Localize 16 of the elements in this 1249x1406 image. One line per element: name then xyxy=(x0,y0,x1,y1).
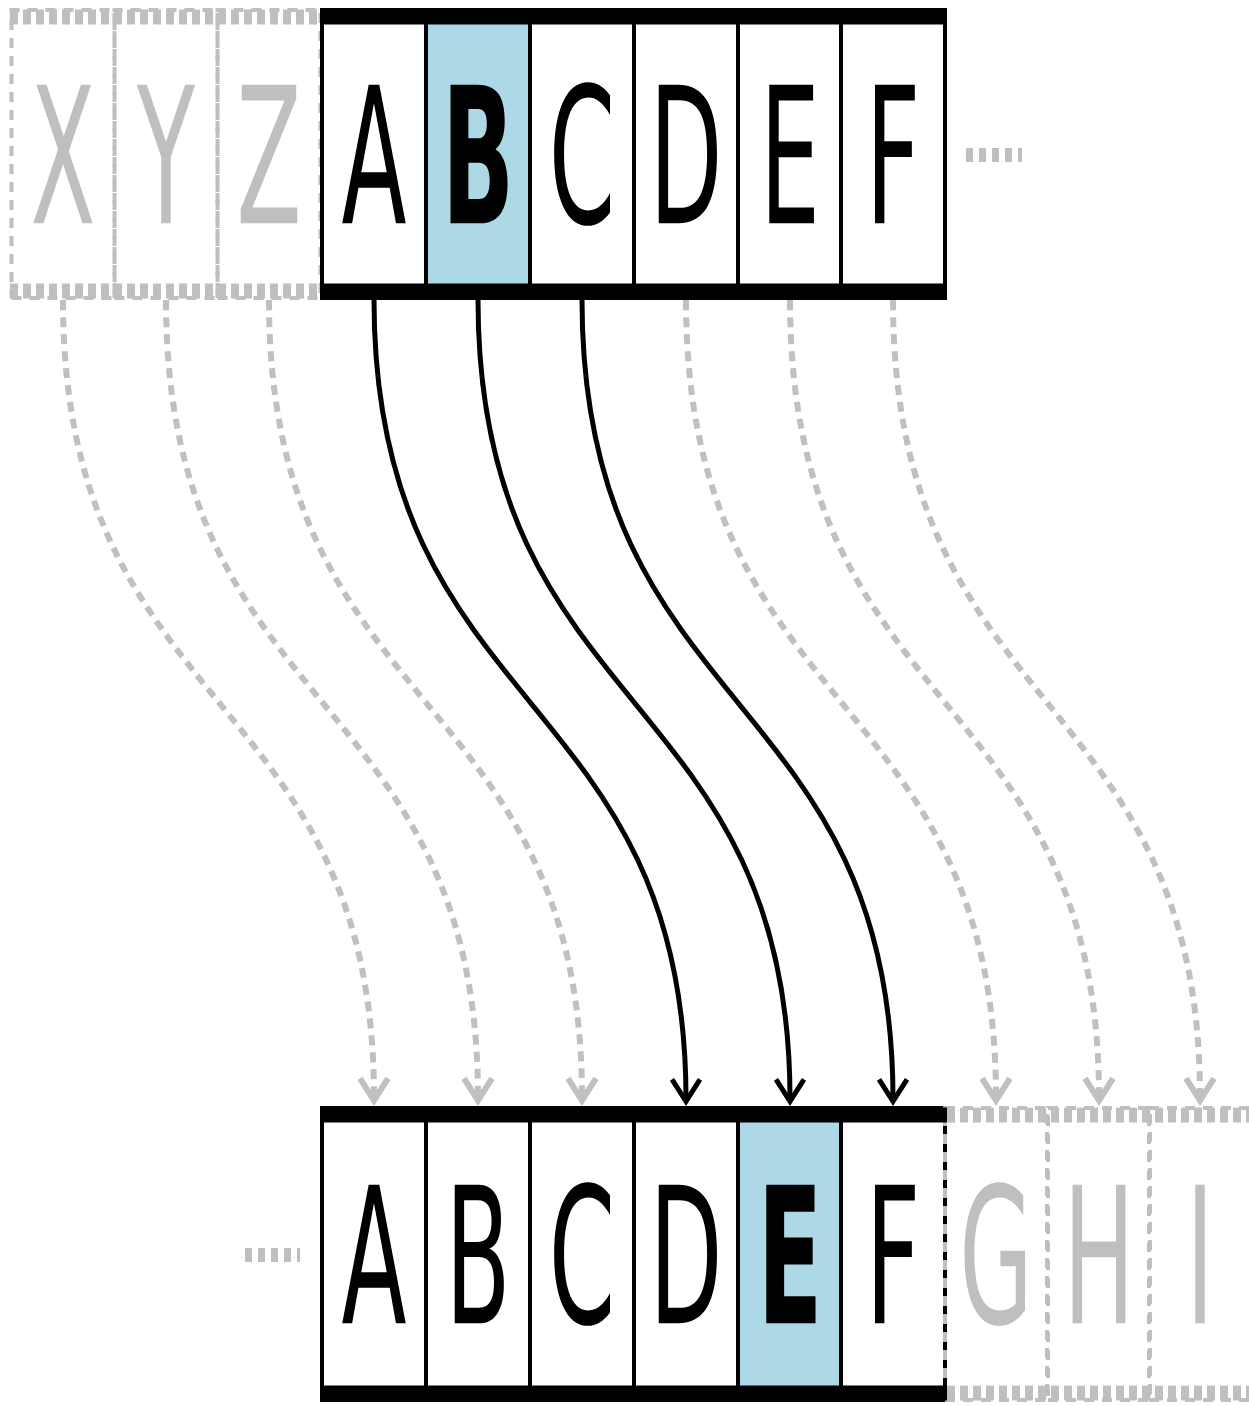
letter-cell: X xyxy=(9,8,117,300)
arrow xyxy=(163,299,495,1106)
arrow xyxy=(60,299,391,1106)
arrow xyxy=(890,299,1217,1106)
arrow xyxy=(787,299,1116,1106)
letter-cell: G xyxy=(943,1106,1049,1402)
arrow xyxy=(475,299,807,1106)
letter-cell: I xyxy=(1147,1106,1249,1402)
arrow xyxy=(371,299,703,1106)
arrow xyxy=(683,299,1013,1106)
arrow xyxy=(579,299,910,1106)
arrow xyxy=(266,299,599,1106)
letter-cell: F xyxy=(839,8,947,300)
letter-cell: Z xyxy=(215,8,323,300)
letter-cell: H xyxy=(1046,1106,1152,1402)
letter-cell: Y xyxy=(112,8,220,300)
